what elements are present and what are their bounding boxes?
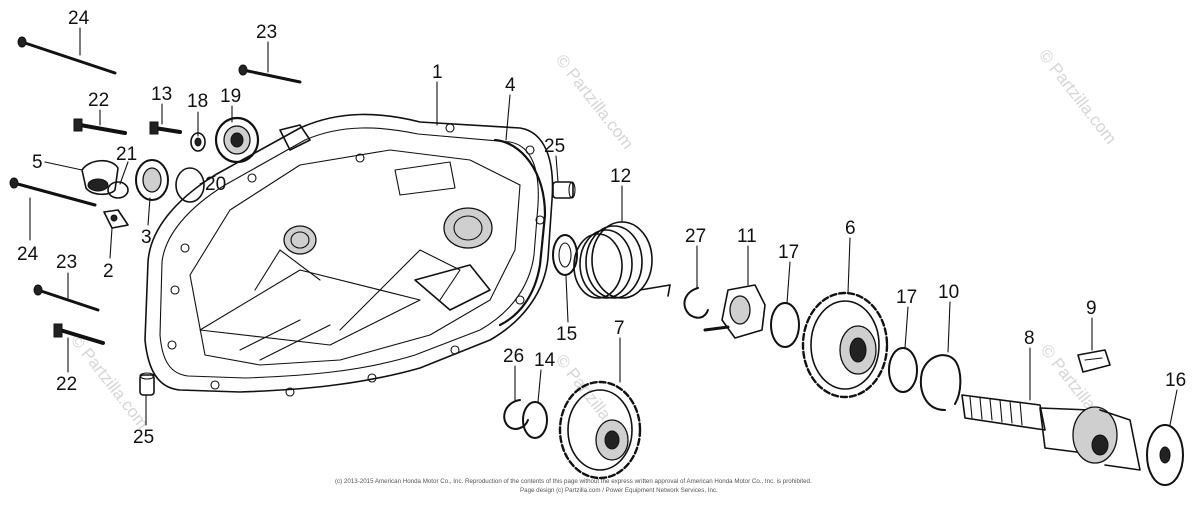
- part-13-bolt: [149, 121, 182, 135]
- callout-24: 24: [68, 8, 90, 29]
- watermark: © Partzilla.com: [1035, 46, 1121, 148]
- part-14-washer: [522, 401, 548, 439]
- callout-21: 21: [116, 144, 137, 165]
- callout-26: 26: [503, 346, 524, 367]
- callout-22: 22: [56, 374, 77, 395]
- callout-23: 23: [256, 22, 277, 43]
- callout-17: 17: [896, 287, 917, 308]
- callout-16: 16: [1165, 370, 1186, 391]
- callout-6: 6: [845, 218, 856, 239]
- part-5-cap: [81, 159, 119, 196]
- callout-22: 22: [88, 90, 109, 111]
- leader-lines: [29, 27, 1178, 426]
- part-2-clip: [103, 209, 129, 229]
- part-3-collar: [135, 159, 169, 201]
- part-19-oil-seal: [214, 116, 260, 164]
- part-1-case-cover: [144, 113, 554, 397]
- part-22-bolt-upper: [73, 118, 127, 135]
- callout-17: 17: [778, 242, 799, 263]
- callout-2: 2: [103, 261, 114, 282]
- callout-24: 24: [17, 244, 39, 265]
- callout-19: 19: [220, 86, 241, 107]
- callout-4: 4: [505, 75, 516, 96]
- part-16-washer: [1146, 424, 1184, 486]
- copyright-line-1: (c) 2013-2015 American Honda Motor Co., …: [335, 478, 812, 485]
- callout-7: 7: [614, 318, 625, 339]
- callout-8: 8: [1024, 328, 1035, 349]
- callout-20: 20: [205, 174, 226, 195]
- callout-12: 12: [610, 166, 631, 187]
- callouts: 24 23 22 13 18 19 1 4 5 21 20 3 2 24 23 …: [17, 8, 1186, 448]
- part-8-shaft: [961, 394, 1141, 471]
- part-4-gasket: [493, 138, 547, 327]
- callout-5: 5: [32, 152, 43, 173]
- callout-25: 25: [133, 427, 154, 448]
- callout-25: 25: [544, 136, 565, 157]
- part-7-gear: [558, 380, 642, 480]
- copyright-line-2: Page design (c) Partzilla.com / Power Eq…: [520, 487, 718, 494]
- callout-23: 23: [56, 252, 77, 273]
- part-25-dowel-lower: [139, 372, 155, 396]
- callout-27: 27: [685, 226, 706, 247]
- part-24-bolt-lower: [9, 177, 97, 207]
- part-23-bolt-lower: [33, 284, 100, 312]
- callout-15: 15: [556, 324, 577, 345]
- part-23-bolt-top: [238, 64, 302, 84]
- part-12-spring: [573, 221, 671, 299]
- callout-10: 10: [938, 282, 959, 303]
- callout-11: 11: [737, 226, 757, 247]
- part-17-washer-a: [770, 302, 800, 348]
- part-17-washer-b: [888, 347, 918, 393]
- callout-18: 18: [187, 91, 208, 112]
- part-10-circlip: [920, 354, 962, 411]
- callout-3: 3: [141, 227, 152, 248]
- part-15-washer: [552, 234, 578, 276]
- part-27-circlip: [683, 287, 709, 319]
- part-21-o-ring: [107, 181, 129, 199]
- part-25-dowel-upper: [552, 181, 576, 199]
- part-9-key: [1077, 349, 1111, 373]
- part-20-o-ring: [175, 167, 205, 203]
- part-6-gear: [801, 291, 889, 399]
- callout-1: 1: [432, 62, 443, 83]
- callout-9: 9: [1086, 298, 1097, 319]
- callout-14: 14: [534, 350, 556, 371]
- part-11-ratchet: [703, 284, 766, 339]
- part-22-bolt-lower: [53, 323, 105, 345]
- callout-13: 13: [151, 84, 172, 105]
- part-24-bolt-top: [17, 36, 117, 75]
